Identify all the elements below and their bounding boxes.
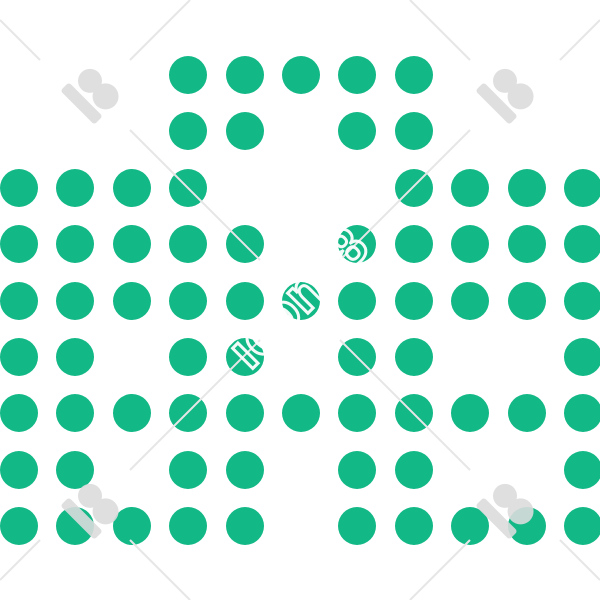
dot	[451, 394, 490, 433]
dot	[394, 168, 433, 207]
dot	[564, 225, 600, 264]
dot	[169, 450, 208, 489]
dot	[338, 338, 377, 376]
dot	[169, 56, 208, 94]
dot	[0, 507, 38, 546]
dot	[0, 394, 38, 433]
dot	[282, 394, 320, 433]
dot	[169, 338, 208, 376]
dot	[338, 394, 377, 433]
dot	[338, 56, 377, 94]
dot	[564, 168, 600, 207]
dot	[112, 281, 151, 320]
dot	[394, 338, 433, 376]
dot	[451, 168, 490, 207]
dot	[56, 338, 95, 376]
dot	[225, 394, 264, 433]
dot	[169, 281, 208, 320]
dot	[282, 56, 320, 94]
dot	[0, 168, 38, 207]
dot	[451, 225, 490, 264]
dot	[451, 281, 490, 320]
dot	[0, 225, 38, 264]
dot	[225, 112, 264, 151]
dot	[112, 225, 151, 264]
dot	[338, 225, 377, 264]
dot	[394, 394, 433, 433]
dot	[394, 225, 433, 264]
dot	[507, 225, 546, 264]
dot	[564, 394, 600, 433]
dot	[451, 507, 490, 546]
dot	[394, 450, 433, 489]
dot	[507, 507, 546, 546]
dot	[169, 394, 208, 433]
dot	[0, 281, 38, 320]
dot	[56, 394, 95, 433]
dot	[56, 168, 95, 207]
dot	[112, 168, 151, 207]
dot	[338, 507, 377, 546]
dot	[564, 450, 600, 489]
dot	[225, 507, 264, 546]
dot	[169, 112, 208, 151]
dot	[564, 281, 600, 320]
dot	[507, 281, 546, 320]
dot	[564, 507, 600, 546]
dot	[56, 281, 95, 320]
dot	[225, 338, 264, 376]
dot	[112, 394, 151, 433]
dot	[169, 507, 208, 546]
dot	[564, 338, 600, 376]
dot	[225, 56, 264, 94]
dot	[225, 281, 264, 320]
dot	[338, 281, 377, 320]
dot	[338, 112, 377, 151]
dot	[225, 450, 264, 489]
dot	[507, 394, 546, 433]
dot	[394, 281, 433, 320]
dot	[169, 168, 208, 207]
dot	[0, 338, 38, 376]
dot	[225, 225, 264, 264]
dot	[282, 281, 320, 320]
dot	[394, 56, 433, 94]
dot	[338, 450, 377, 489]
dot	[56, 507, 95, 546]
dot	[394, 112, 433, 151]
dot	[112, 507, 151, 546]
dot	[394, 507, 433, 546]
dot	[56, 225, 95, 264]
dot	[507, 168, 546, 207]
dot	[0, 450, 38, 489]
dot	[56, 450, 95, 489]
dot	[169, 225, 208, 264]
